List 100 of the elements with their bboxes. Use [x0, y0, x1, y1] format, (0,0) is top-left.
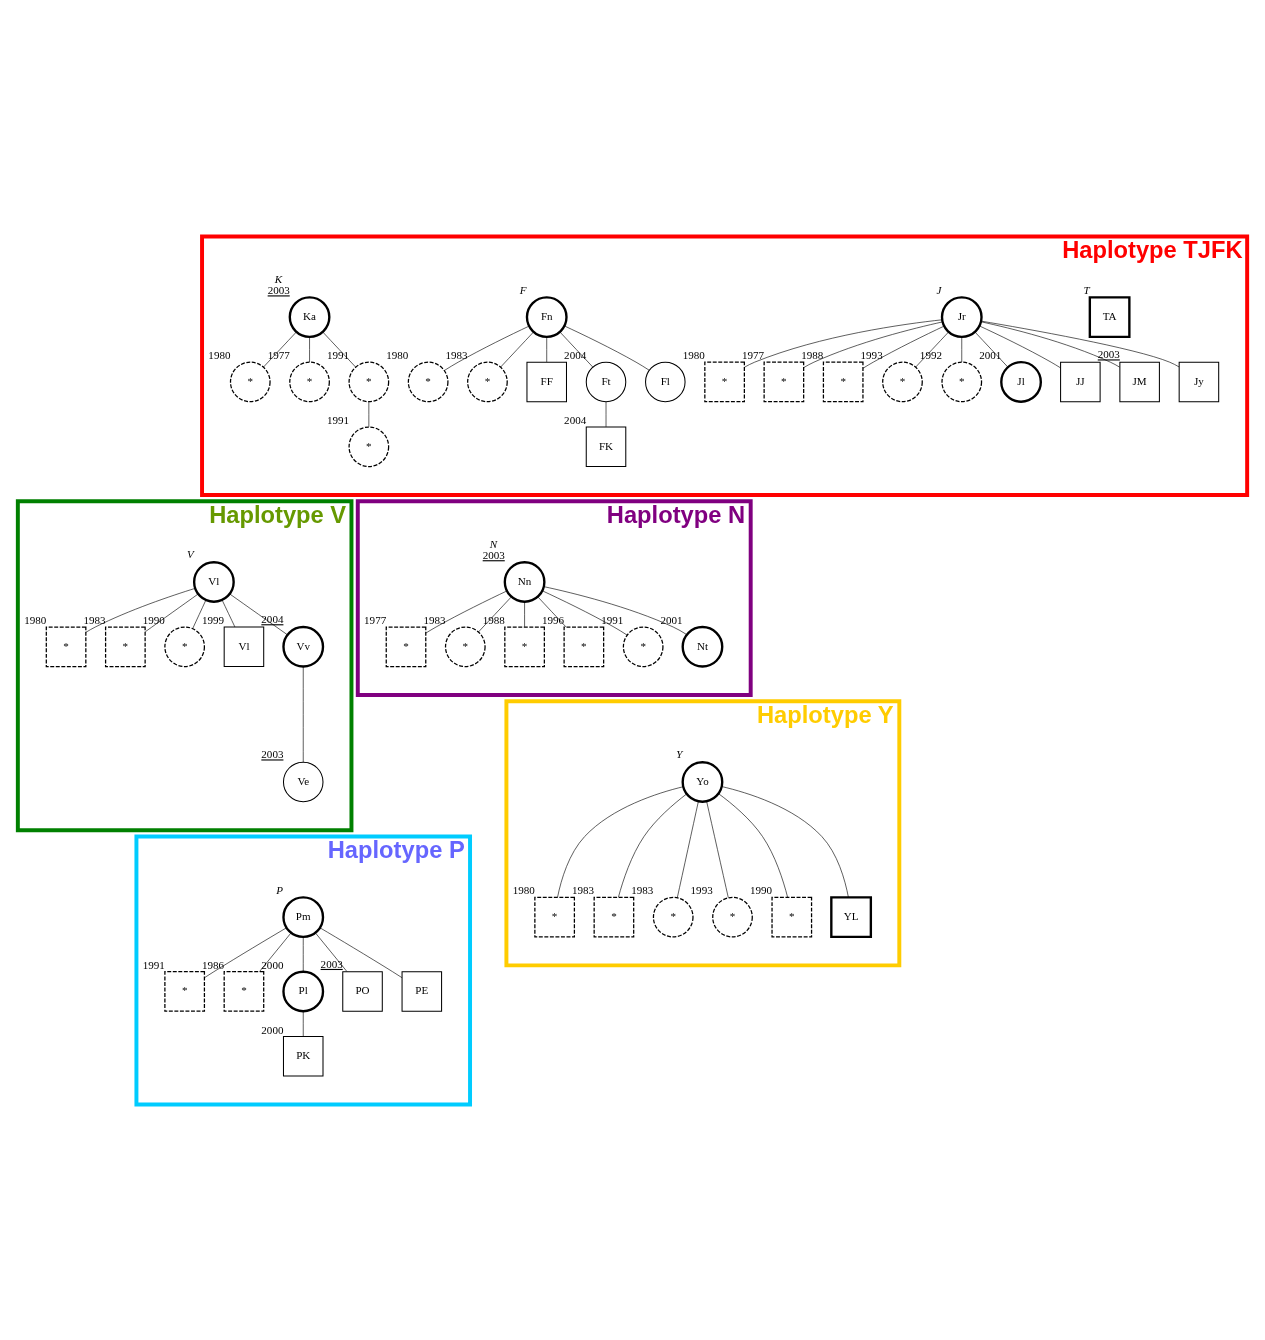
connector	[862, 325, 945, 369]
node-box: Vl	[223, 626, 265, 667]
node-box: PK	[282, 1035, 324, 1077]
node-circle: Jr	[940, 295, 983, 338]
node-label: K	[274, 272, 283, 285]
node-label: 1977	[364, 613, 387, 626]
connector	[302, 1010, 304, 1037]
node-label: 2004	[261, 612, 284, 625]
connector	[981, 320, 1180, 367]
node-box: *	[593, 896, 635, 938]
node-circle: Ft	[585, 361, 627, 402]
node-label: N	[489, 537, 498, 550]
connector	[980, 321, 1120, 367]
node-box: *	[104, 625, 146, 667]
node-box: *	[223, 970, 265, 1012]
node-box: *	[45, 625, 87, 667]
connector	[605, 400, 607, 427]
node-box: PO	[342, 970, 383, 1012]
node-label: 2003	[320, 957, 343, 970]
node-label: 1990	[142, 613, 165, 626]
node-label: Y	[676, 747, 683, 760]
connector	[444, 325, 530, 371]
node-circle: *	[348, 425, 390, 467]
node-circle: Pm	[282, 895, 325, 938]
node-label: 2003	[1097, 347, 1120, 360]
node-label: 2000	[261, 1023, 284, 1036]
node-circle: Fn	[525, 295, 568, 338]
connector	[618, 793, 687, 897]
node-label: 1980	[24, 613, 47, 626]
connector	[425, 590, 507, 633]
connector	[221, 599, 236, 627]
node-box: JJ	[1060, 361, 1101, 402]
node-box: Jy	[1178, 361, 1220, 402]
node-label: J	[936, 283, 942, 296]
connector	[537, 595, 567, 627]
node-label: 1980	[682, 348, 705, 361]
node-circle: *	[882, 361, 923, 402]
node-label: 1977	[267, 348, 290, 361]
node-box: *	[822, 361, 864, 402]
connector	[302, 936, 304, 972]
connector	[322, 331, 357, 367]
connector	[721, 785, 849, 898]
connector	[546, 336, 548, 362]
connector	[676, 800, 699, 898]
node-box: FK	[585, 426, 627, 467]
node-circle: Jl	[1000, 360, 1042, 403]
node-label: 1996	[541, 613, 565, 626]
node-box: YL	[830, 895, 873, 938]
node-label: 2003	[267, 283, 290, 296]
node-box: *	[385, 625, 427, 667]
node-label: 1992	[919, 348, 942, 361]
connector	[744, 319, 943, 368]
node-box: PE	[401, 970, 443, 1012]
node-circle: *	[712, 896, 753, 938]
node-box: *	[164, 970, 206, 1012]
connector	[263, 331, 297, 367]
node-label: 2003	[261, 747, 284, 760]
node-circle: *	[229, 361, 271, 402]
connector	[309, 336, 310, 362]
node-label: 1991	[601, 613, 624, 626]
node-circle: *	[444, 625, 486, 667]
node-circle: *	[164, 625, 206, 667]
node-circle: Vv	[282, 625, 325, 668]
node-label: 1993	[860, 348, 883, 361]
node-label: 2000	[261, 958, 284, 971]
node-box: *	[534, 896, 575, 938]
connector	[204, 927, 287, 978]
node-label: 2003	[482, 548, 505, 561]
node-circle: *	[622, 625, 664, 667]
node-label: 1990	[749, 883, 772, 896]
connector	[803, 321, 943, 368]
node-label: 1980	[386, 348, 409, 361]
node-box: *	[504, 625, 545, 667]
node-circle: *	[348, 361, 390, 402]
connector	[979, 325, 1061, 368]
node-circle: Pl	[282, 970, 325, 1012]
node-box: *	[704, 361, 745, 402]
connector	[559, 331, 594, 367]
connector	[961, 336, 963, 362]
node-label: 1977	[741, 348, 765, 361]
node-label: 1988	[801, 348, 824, 361]
node-label: 1993	[690, 883, 713, 896]
node-label: 2001	[979, 348, 1002, 361]
node-label: 1983	[445, 348, 468, 361]
connector	[718, 792, 788, 897]
node-label: 1991	[326, 348, 350, 361]
node-label: T	[1083, 283, 1090, 296]
connector	[478, 595, 512, 632]
connector	[706, 800, 729, 898]
node-label: 1986	[202, 958, 225, 971]
connector	[564, 325, 650, 370]
node-circle: Ka	[288, 295, 331, 338]
node-label: 1983	[631, 883, 654, 896]
connector	[259, 932, 292, 972]
connector	[192, 599, 207, 629]
node-box: *	[563, 625, 605, 667]
node-circle: Nt	[681, 625, 724, 668]
connector	[319, 927, 403, 978]
node-label: 1980	[208, 348, 231, 361]
node-box: JM	[1119, 361, 1160, 402]
